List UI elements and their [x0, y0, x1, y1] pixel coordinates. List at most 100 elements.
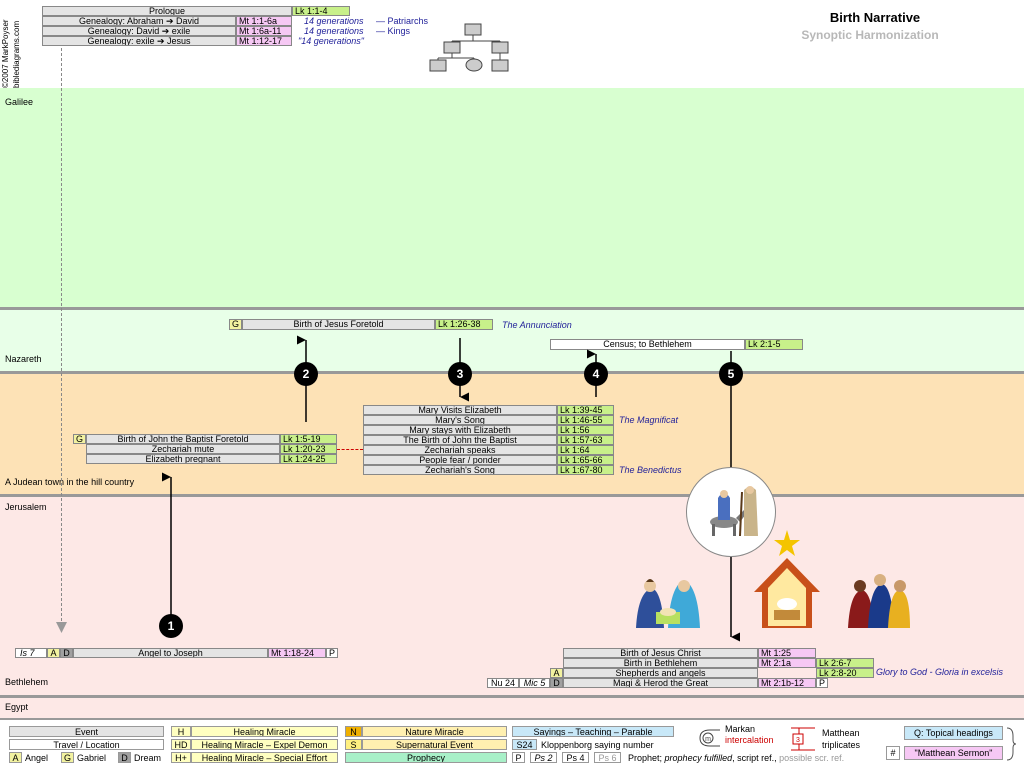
event-label: Birth in Bethlehem [563, 658, 758, 668]
donkey-travel-icon [710, 486, 758, 537]
event-label: Mary Visits Elizabeth [363, 405, 557, 415]
event-label: Birth of Jesus Foretold [242, 319, 435, 330]
event-label: Mary's Song [363, 415, 557, 425]
legend-p-tag: P [512, 752, 525, 763]
event-label: Mary stays with Elizabeth [363, 425, 557, 435]
site-text: biblediagrams.com [12, 4, 22, 88]
angel-tag: A [47, 648, 60, 658]
luke-ref: Lk 1:5-19 [280, 434, 337, 444]
genealogy-row: Genealogy: Abraham ➔ David Mt 1:1-6a [42, 16, 292, 26]
page-subtitle: Synoptic Harmonization [801, 28, 939, 42]
event-label: Elizabeth pregnant [86, 454, 280, 464]
marker-3: 3 [448, 362, 472, 386]
event-john-foretold: G Birth of John the Baptist Foretold Lk … [73, 434, 337, 444]
legend-hash: # [886, 746, 900, 760]
gabriel-tag: G [229, 319, 242, 330]
luke-ref: Lk 1:24-25 [280, 454, 337, 464]
event-birth-of-jesus: Birth of Jesus Christ Mt 1:25 [563, 648, 816, 658]
region-label-bethlehem: Bethlehem [5, 677, 49, 687]
marker-1: 1 [159, 614, 183, 638]
luke-ref: Lk 1:56 [557, 425, 614, 435]
angel-tag: A [550, 668, 563, 678]
event-label: Census; to Bethlehem [550, 339, 745, 350]
song-note: The Benedictus [619, 465, 682, 475]
luke-ref: Lk 1:64 [557, 445, 614, 455]
holy-family-icon [636, 579, 700, 628]
prologue-label: Prologue [42, 6, 292, 16]
legend-s-tag: S [345, 739, 362, 750]
copyright: ©2007 MarkPoyser [1, 19, 10, 88]
event-zechariah-mute: Zechariah mute Lk 1:20-23 [86, 444, 337, 454]
event-angel-to-joseph: Is 7 A D Angel to Joseph Mt 1:18-24 P [15, 648, 338, 658]
legend-gabriel-tag: G [61, 752, 74, 763]
annunciation-note: The Annunciation [502, 320, 572, 330]
event-label: Birth of Jesus Christ [563, 648, 758, 658]
legend-event: Event [9, 726, 164, 737]
generations-note: 14 generations [304, 16, 364, 26]
matthew-ref: Mt 2:1a [758, 658, 816, 668]
legend-ps4: Ps 4 [562, 752, 589, 763]
script-ref-text: , script ref., [732, 753, 777, 763]
region-label-galilee: Galilee [5, 97, 34, 107]
legend-angel-tag: A [9, 752, 22, 763]
legend-dream-label: Dream [134, 753, 162, 763]
legend-hd-label: Healing Miracle – Expel Demon [191, 739, 338, 750]
page-title: Birth Narrative [829, 10, 921, 25]
prophet-tag: P [816, 678, 828, 688]
gloria-note: Glory to God - Gloria in excelsis [876, 667, 1004, 677]
legend-s-label: Supernatural Event [362, 739, 507, 750]
matthew-ref: Mt 1:25 [758, 648, 816, 658]
legend-sayings: Sayings – Teaching – Parable [512, 726, 674, 737]
genealogy-label: Genealogy: exile ➔ Jesus [42, 36, 236, 46]
legend-n-label: Nature Miracle [362, 726, 507, 737]
legend-h-tag: H [171, 726, 191, 737]
legend-h-label: Healing Miracle [191, 726, 338, 737]
marker-2: 2 [294, 362, 318, 386]
matthean-triplicates-icon: 3 [791, 727, 815, 751]
legend-travel: Travel / Location [9, 739, 164, 750]
timeline-arrowhead [56, 622, 67, 633]
legend-hp-tag: H+ [171, 752, 191, 763]
matthew-ref: Mt 1:18-24 [268, 648, 326, 658]
legend-prophecy: Prophecy [345, 752, 507, 763]
event-label: Birth of John the Baptist Foretold [86, 434, 280, 444]
site-name: biblediagrams.com [12, 20, 21, 88]
prologue-row: Prologue Lk 1:1-4 [42, 6, 350, 16]
event-label: Magi & Herod the Great [563, 678, 758, 688]
generations-note: 14 generations [304, 26, 364, 36]
luke-ref: Lk 2:6-7 [816, 658, 874, 668]
luke-ref: Lk 1:46-55 [557, 415, 614, 425]
luke-ref: Lk 1:67-80 [557, 465, 614, 475]
event-elizabeth-pregnant: Elizabeth pregnant Lk 1:24-25 [86, 454, 337, 464]
legend-gabriel-label: Gabriel [77, 753, 107, 763]
generations-note: "14 generations" [298, 36, 364, 46]
marker-4: 4 [584, 362, 608, 386]
luke-ref: Lk 1:20-23 [280, 444, 337, 454]
event-label: Zechariah speaks [363, 445, 557, 455]
matthew-ref: Mt 2:1b-12 [758, 678, 816, 688]
isaiah-ref: Is 7 [15, 648, 47, 658]
svg-text:3: 3 [796, 737, 800, 744]
galilee-band [0, 88, 1024, 307]
separator [0, 307, 1024, 310]
nazareth-band [0, 310, 1024, 371]
event-birth-in-bethlehem: Birth in Bethlehem Mt 2:1a Lk 2:6-7 [563, 658, 874, 668]
dream-tag: D [550, 678, 563, 688]
legend-ps6: Ps 6 [594, 752, 621, 763]
egypt-band [0, 698, 1024, 718]
event-label: Shepherds and angels [563, 668, 758, 678]
luke-ref: Lk 1:65-66 [557, 455, 614, 465]
event-shepherds: A Shepherds and angels Lk 2:8-20 [550, 668, 874, 678]
event-label: Zechariah's Song [363, 465, 557, 475]
genealogy-row: Genealogy: David ➔ exile Mt 1:6a-11 [42, 26, 292, 36]
region-label-egypt: Egypt [5, 702, 29, 712]
legend-triplicates: triplicates [822, 740, 861, 750]
region-label-judea: A Judean town in the hill country [5, 477, 135, 487]
numbers-ref: Nu 24 [487, 678, 519, 688]
